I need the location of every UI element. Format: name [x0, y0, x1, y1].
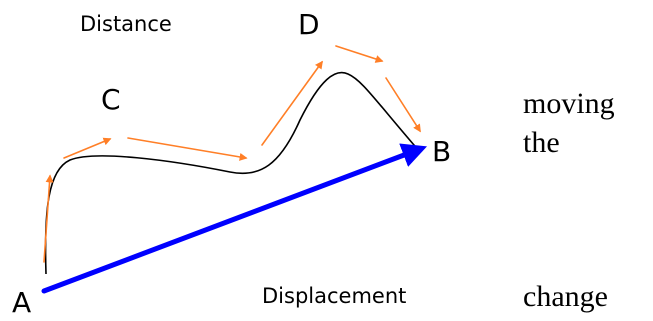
point-d-label: D	[298, 8, 320, 41]
side-text-change: change	[523, 280, 608, 313]
point-b-label: B	[432, 135, 451, 168]
distance-arrow-6	[385, 77, 421, 133]
displacement-arrow	[41, 143, 428, 294]
side-text-the: the	[523, 126, 560, 159]
distance-arrow-5	[335, 45, 384, 63]
distance-arrow-4	[261, 60, 323, 146]
distance-arrows	[43, 45, 421, 263]
displacement-caption: Displacement	[262, 284, 406, 308]
curved-path	[44, 71, 421, 275]
distance-caption: Distance	[80, 12, 172, 36]
point-a-label: A	[12, 286, 31, 319]
side-text-moving: moving	[523, 87, 615, 120]
distance-arrow-1	[43, 174, 54, 263]
distance-arrow-2	[63, 137, 112, 159]
point-c-label: C	[101, 83, 121, 116]
distance-arrow-3	[127, 137, 248, 161]
